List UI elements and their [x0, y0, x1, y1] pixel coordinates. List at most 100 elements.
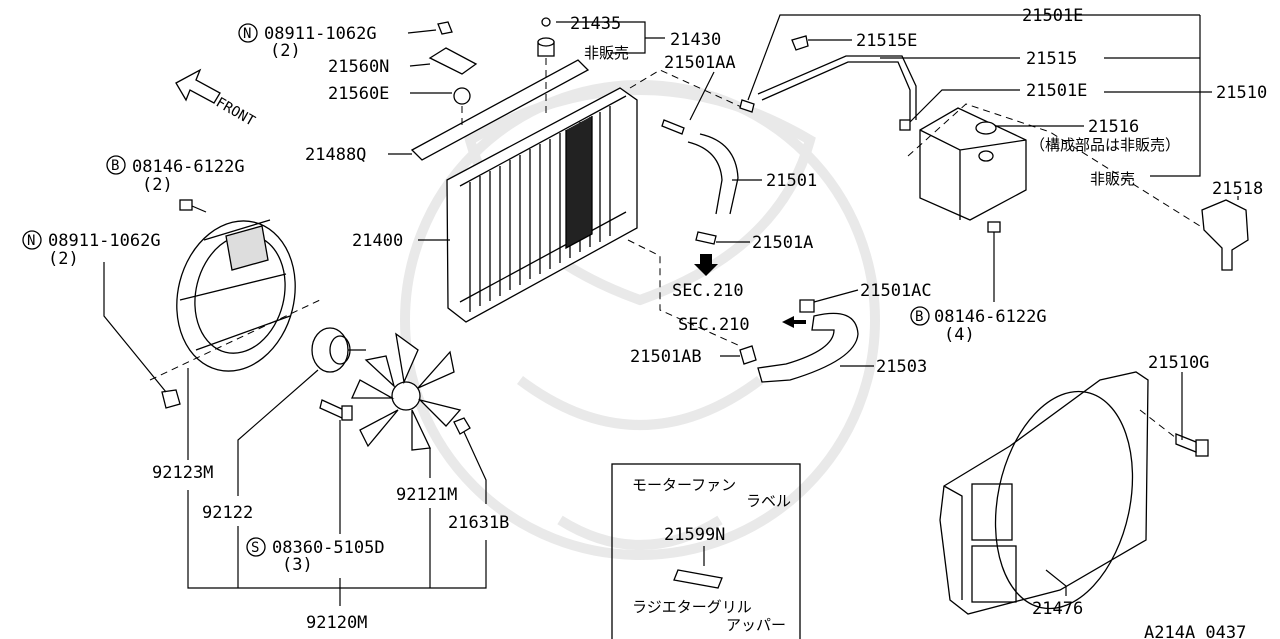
- leader-21631b: [463, 431, 487, 504]
- leader-08911-top: [407, 29, 437, 34]
- radiator-shroud-21476: [939, 371, 1149, 615]
- callout-sec210-a: SEC.210: [672, 281, 744, 301]
- callout-21501aa: 21501AA: [664, 53, 736, 73]
- callout-08146-right-qty: (4): [944, 325, 975, 345]
- callout-92122: 92122: [202, 503, 253, 523]
- callout-08911-top: 08911-1062G: [264, 24, 377, 44]
- callout-21501ab: 21501AB: [630, 347, 702, 367]
- callout-92123m: 92123M: [152, 463, 213, 483]
- leader-21501ac: [813, 289, 859, 303]
- callout-21501a: 21501A: [752, 233, 813, 253]
- leader-21430: [556, 21, 665, 54]
- prefix-s: S: [251, 540, 259, 556]
- front-arrow-icon: [175, 68, 221, 104]
- callout-21510g: 21510G: [1148, 353, 1209, 373]
- note-not-for-sale-1: 非販売: [584, 44, 629, 62]
- leader-21501aa: [689, 71, 715, 121]
- clip-21501e-top: [739, 99, 755, 113]
- label-motor-fan-1: モーターファン: [632, 476, 736, 494]
- leader-21476: [1045, 569, 1067, 596]
- radiator-cap: [537, 17, 555, 118]
- callout-08360-qty: (3): [282, 555, 313, 575]
- callout-sec210-b: SEC.210: [678, 315, 750, 335]
- callout-08911-left: 08911-1062G: [48, 231, 161, 251]
- leader-08911-left: [103, 262, 167, 393]
- dash-radiator-to-reservoir: [629, 69, 749, 111]
- label-box: [611, 463, 801, 639]
- seal-strip-21488q: [410, 59, 590, 161]
- callout-21430: 21430: [670, 30, 721, 50]
- label-motor-fan-2: ラベル: [746, 492, 791, 510]
- grommet-21560e: [453, 87, 471, 128]
- leader-92122: [237, 369, 319, 496]
- label-grille-2: アッパー: [726, 616, 786, 634]
- radiator-core: [446, 87, 638, 323]
- label-grille-1: ラジエターグリル: [632, 598, 752, 616]
- callout-21501e-mid: 21501E: [1026, 81, 1087, 101]
- screw-08360: [319, 399, 353, 421]
- dash-sec210: [627, 239, 741, 347]
- leader-21560n: [409, 63, 431, 67]
- nut-21631b: [453, 417, 471, 435]
- arrow-left-icon: [782, 316, 806, 328]
- callout-21599n: 21599N: [664, 525, 725, 545]
- leader-21501e-top: [747, 14, 1200, 101]
- bolt-08146-right: [987, 221, 1001, 302]
- callout-21501ac: 21501AC: [860, 281, 932, 301]
- callout-21488q: 21488Q: [305, 145, 366, 165]
- callout-21400: 21400: [352, 231, 403, 251]
- callout-08911-top-qty: (2): [270, 41, 301, 61]
- prefix-b-right: B: [915, 309, 923, 325]
- clamp-21501a: [695, 231, 717, 245]
- note-not-for-sale-2: 非販売: [1090, 170, 1135, 188]
- callout-21518: 21518: [1212, 179, 1263, 199]
- clamp-21501ab: [739, 345, 757, 365]
- callout-21503: 21503: [876, 357, 927, 377]
- callout-21501: 21501: [766, 171, 817, 191]
- prefix-s-icon: [246, 537, 266, 557]
- bracket-21560n: [428, 47, 478, 75]
- reservoir-tank: [899, 107, 1027, 221]
- bolt-08146-left: [179, 199, 207, 213]
- front-label: FRONT: [213, 95, 258, 130]
- prefix-n-left: N: [27, 233, 35, 249]
- callout-21560e: 21560E: [328, 84, 389, 104]
- callout-21560n: 21560N: [328, 57, 389, 77]
- prefix-n-top: N: [243, 26, 251, 42]
- callout-21515: 21515: [1026, 49, 1077, 69]
- callout-21501e-top: 21501E: [1022, 6, 1083, 26]
- upper-hose-21501: [687, 133, 739, 215]
- leader-21501e-mid: [909, 89, 1020, 123]
- arrow-down-icon: [694, 254, 718, 276]
- callout-21515e: 21515E: [856, 31, 917, 51]
- callout-08146-right: 08146-6122G: [934, 307, 1047, 327]
- callout-08146-left-qty: (2): [142, 175, 173, 195]
- bracket-21518: [1201, 199, 1249, 271]
- callout-08146-left: 08146-6122G: [132, 157, 245, 177]
- callout-21435: 21435: [570, 14, 621, 34]
- note-21516-parts: （構成部品は非販売）: [1030, 136, 1180, 154]
- fan-motor-92122: [311, 327, 366, 373]
- nut-08911-top: [437, 21, 453, 35]
- prefix-b-left: B: [111, 158, 119, 174]
- leader-92120m-group: [187, 490, 487, 606]
- prefix-b-left-icon: [106, 155, 126, 175]
- label-sticker-21599n: [673, 569, 723, 589]
- callout-21476: 21476: [1032, 599, 1083, 619]
- dash-shroud: [149, 299, 321, 381]
- prefix-n-left-icon: [22, 230, 42, 250]
- leader-21510: [1104, 15, 1212, 177]
- callout-08911-left-qty: (2): [48, 249, 79, 269]
- callout-21516: 21516: [1088, 117, 1139, 137]
- prefix-b-right-icon: [910, 306, 930, 326]
- overflow-hose-21515: [757, 55, 917, 120]
- lower-hose-21503: [757, 312, 859, 383]
- clip-21515e: [791, 35, 809, 51]
- diagram-code: A214A 0437: [1144, 623, 1246, 639]
- clamp-21501aa: [661, 119, 685, 135]
- prefix-n-top-icon: [238, 23, 258, 43]
- callout-21631b: 21631B: [448, 513, 509, 533]
- dash-21510g: [1139, 409, 1177, 439]
- fan-shroud-92123m: [176, 219, 296, 372]
